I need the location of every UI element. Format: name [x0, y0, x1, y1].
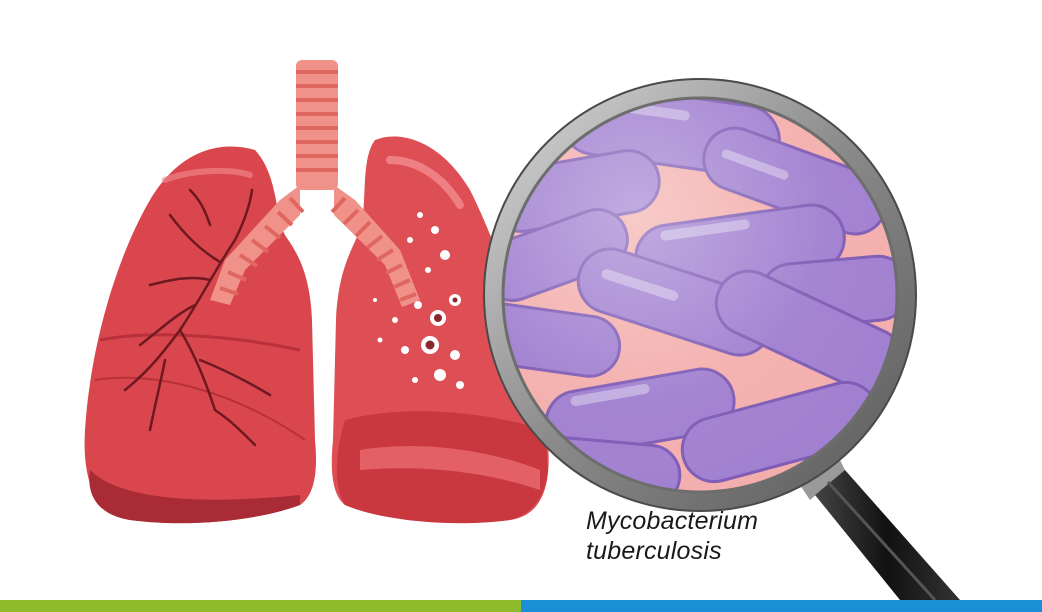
trachea [210, 60, 420, 307]
caption-line-2: tuberculosis [586, 537, 722, 565]
right-lung [331, 136, 549, 524]
organism-caption: Mycobacterium tuberculosis [586, 506, 758, 566]
magnifier-frame [484, 79, 916, 511]
caption-line-1: Mycobacterium [586, 507, 759, 535]
footer-bar-blue [521, 600, 1042, 612]
footer-bar-green [0, 600, 521, 612]
